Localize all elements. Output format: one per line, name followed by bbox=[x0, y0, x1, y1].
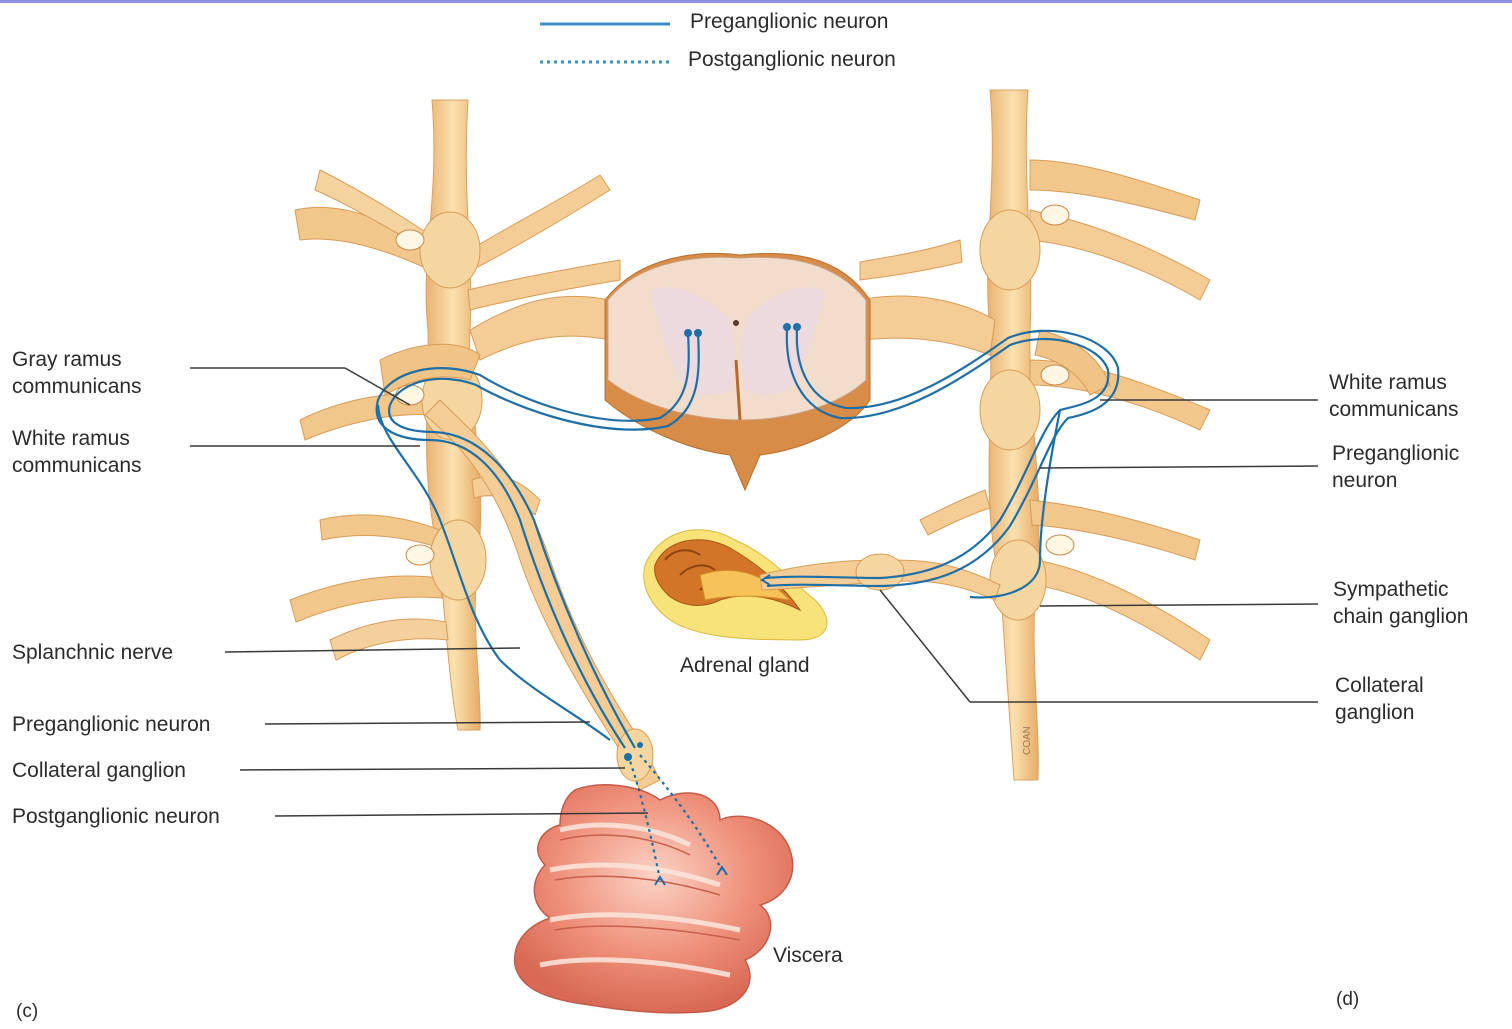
label-white-ramus-right-line1: White ramus bbox=[1329, 369, 1459, 396]
label-preganglionic-right-line2: neuron bbox=[1332, 467, 1459, 494]
label-white-ramus-right: White ramus communicans bbox=[1329, 369, 1459, 423]
label-sympathetic-line2: chain ganglion bbox=[1333, 603, 1468, 630]
viscera bbox=[515, 785, 793, 1013]
label-collateral-right: Collateral ganglion bbox=[1335, 672, 1424, 726]
label-white-ramus-right-line2: communicans bbox=[1329, 396, 1459, 423]
label-sympathetic-line1: Sympathetic bbox=[1333, 576, 1468, 603]
panel-d-label: (d) bbox=[1336, 986, 1359, 1013]
label-adrenal-gland: Adrenal gland bbox=[680, 652, 810, 679]
label-gray-ramus: Gray ramus communicans bbox=[12, 346, 142, 400]
panel-c-label: (c) bbox=[16, 998, 38, 1025]
label-white-ramus-left-line2: communicans bbox=[12, 452, 142, 479]
svg-text:COAN: COAN bbox=[1022, 726, 1033, 755]
label-sympathetic-chain: Sympathetic chain ganglion bbox=[1333, 576, 1468, 630]
label-preganglionic-right: Preganglionic neuron bbox=[1332, 440, 1459, 494]
label-splanchnic-nerve: Splanchnic nerve bbox=[12, 639, 173, 666]
label-collateral-right-line1: Collateral bbox=[1335, 672, 1424, 699]
label-preganglionic-left: Preganglionic neuron bbox=[12, 711, 210, 738]
legend: Preganglionic neuron Postganglionic neur… bbox=[540, 10, 896, 71]
legend-post-label: Postganglionic neuron bbox=[688, 48, 896, 71]
label-gray-ramus-line1: Gray ramus bbox=[12, 346, 142, 373]
label-white-ramus-left-line1: White ramus bbox=[12, 425, 142, 452]
label-collateral-left: Collateral ganglion bbox=[12, 757, 186, 784]
label-postganglionic-left: Postganglionic neuron bbox=[12, 803, 220, 830]
label-viscera: Viscera bbox=[773, 942, 843, 969]
label-preganglionic-right-line1: Preganglionic bbox=[1332, 440, 1459, 467]
legend-pre-label: Preganglionic neuron bbox=[690, 10, 888, 33]
label-gray-ramus-line2: communicans bbox=[12, 373, 142, 400]
spinal-cord bbox=[605, 253, 870, 490]
label-collateral-right-line2: ganglion bbox=[1335, 699, 1424, 726]
right-sympathetic-trunk: COAN bbox=[860, 90, 1210, 780]
label-white-ramus-left: White ramus communicans bbox=[12, 425, 142, 479]
